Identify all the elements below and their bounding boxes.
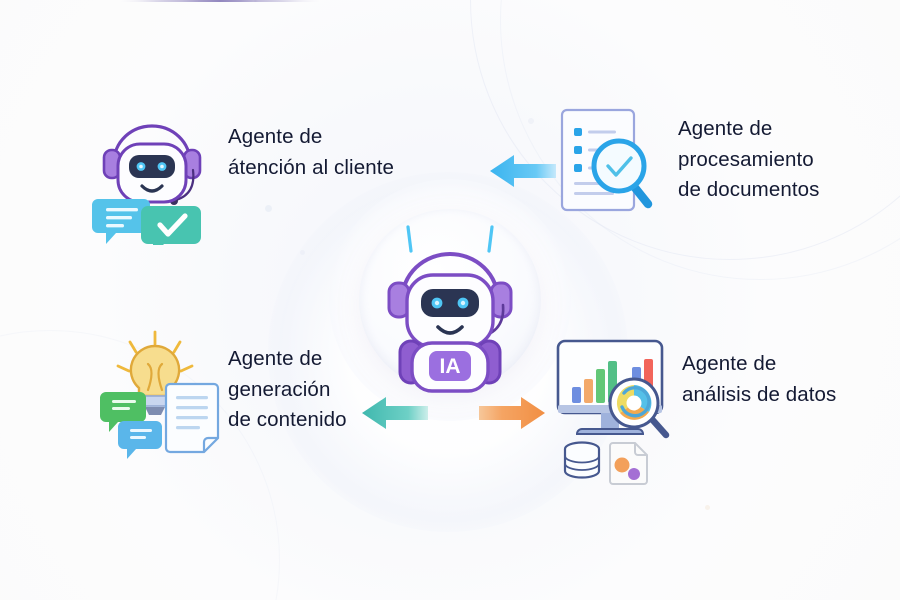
support-robot-chat-icon	[92, 100, 222, 256]
arrow-left-blue	[490, 150, 556, 192]
node-label-analisis-de-datos: Agente de análisis de datos	[682, 352, 837, 406]
document-magnifier-icon	[548, 104, 668, 219]
monitor-chart-magnifier-icon	[550, 335, 685, 490]
background-dot-4	[705, 505, 710, 510]
node-label-procesamiento-de-documentos: Agente de procesamiento de documentos	[678, 117, 820, 201]
background-dot-1	[265, 205, 272, 212]
lightbulb-document-chat-icon	[96, 330, 226, 460]
central-robot-badge-label: IA	[440, 355, 461, 378]
node-label-atencion-al-cliente: Agente de átención al cliente	[228, 125, 395, 179]
background-dot-2	[528, 118, 534, 124]
node-generacion-de-contenido[interactable]: Agente de generación de contenido	[96, 330, 441, 465]
background-accent-line	[120, 0, 320, 2]
node-label-generacion-de-contenido: Agente de generación de contenido	[228, 347, 347, 431]
background-dot-3	[300, 250, 305, 255]
arrow-left-teal	[362, 392, 428, 434]
arrow-right-orange	[479, 392, 545, 434]
central-robot-illustration: IA	[387, 225, 513, 393]
central-ai-robot[interactable]: IA	[329, 179, 571, 421]
node-atencion-al-cliente[interactable]: Agente de átención al cliente	[92, 100, 432, 256]
node-procesamiento-de-documentos[interactable]: Agente de procesamiento de documentos	[548, 100, 893, 225]
node-analisis-de-datos[interactable]: Agente de análisis de datos	[550, 335, 895, 490]
